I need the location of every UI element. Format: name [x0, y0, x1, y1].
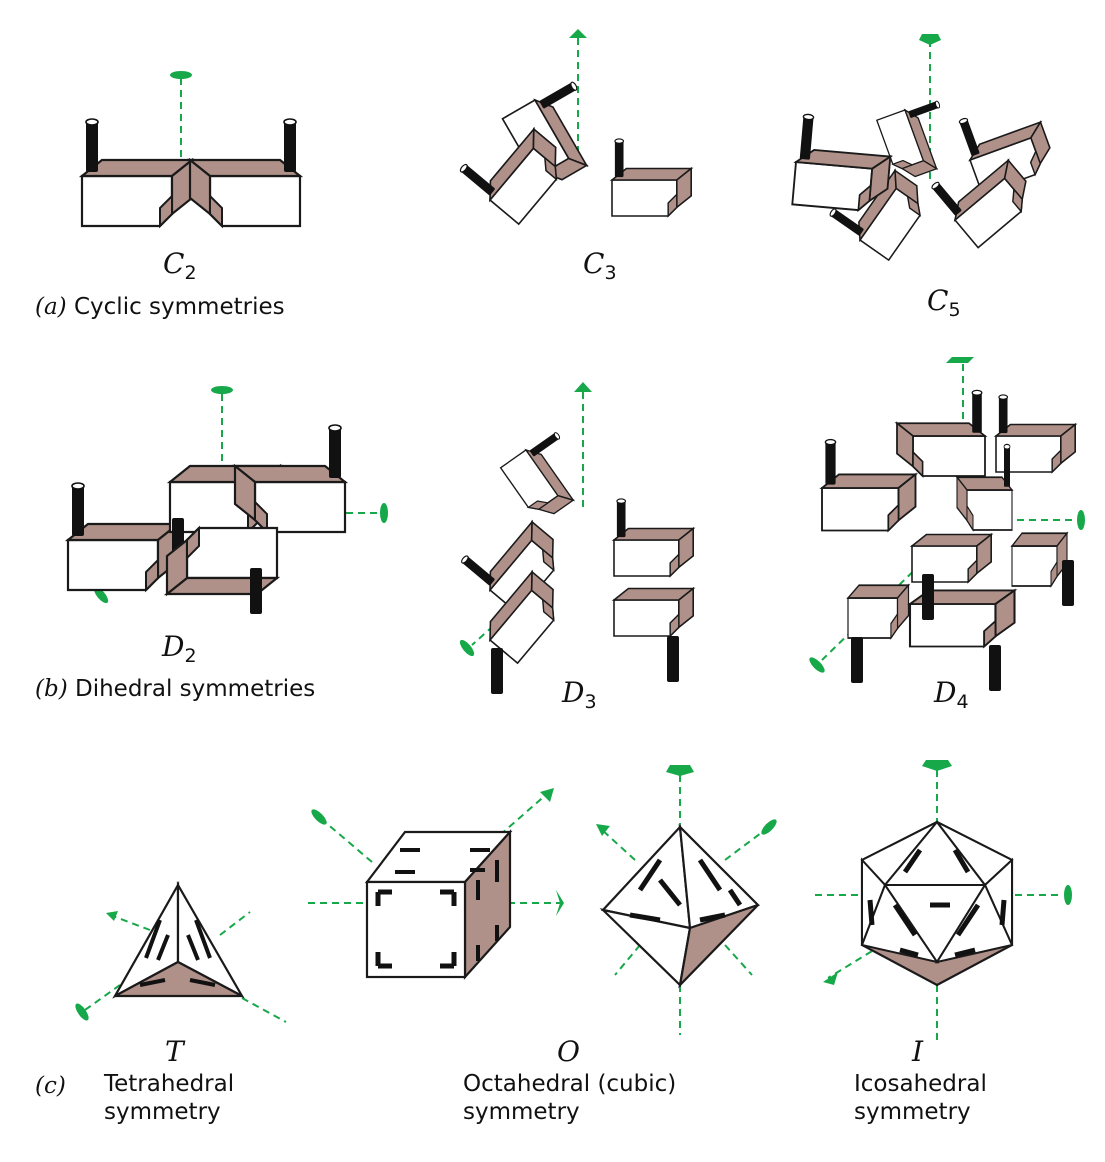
subunit-block	[614, 499, 693, 576]
triangle-3fold-axis-icon	[823, 972, 838, 985]
triangle-3fold-axis-icon	[540, 788, 554, 802]
d2-diagram	[68, 386, 388, 614]
triangle-3fold-axis-icon	[569, 29, 587, 38]
i-label: I	[912, 1035, 924, 1068]
axis-line	[599, 827, 636, 861]
axis-line	[84, 984, 121, 1011]
icosahedron-diagram	[815, 760, 1072, 1040]
subunit-block	[235, 425, 345, 532]
subunit-block	[897, 390, 985, 476]
ellipse-2fold-axis-icon	[170, 71, 192, 79]
triangle-3fold-axis-icon	[596, 824, 610, 836]
axis-line	[499, 792, 549, 836]
subunit-block	[190, 119, 300, 226]
ellipse-2fold-axis-icon	[211, 386, 233, 394]
cube-diagram	[308, 788, 564, 980]
c5-label: C5	[927, 284, 961, 321]
pentagon-5fold-axis-icon	[919, 34, 941, 45]
square-4fold-axis-icon	[666, 765, 694, 776]
subunit-block	[847, 584, 910, 639]
octahedron-diagram	[596, 765, 777, 1035]
ellipse-2fold-axis-icon	[75, 1003, 89, 1021]
axis-line	[724, 829, 766, 861]
subunit-block	[612, 139, 691, 216]
c2-diagram	[82, 71, 300, 226]
cyclic-section-caption: (a) Cyclic symmetries	[35, 294, 285, 320]
d4-diagram	[809, 357, 1085, 691]
c3-label: C3	[583, 247, 617, 284]
c2-label: C2	[163, 247, 197, 284]
tetrahedron-diagram	[75, 880, 287, 1023]
d3-diagram	[458, 382, 694, 694]
ellipse-2fold-axis-icon	[809, 657, 825, 673]
square-4fold-axis-icon	[556, 890, 564, 916]
subunit-block	[1011, 532, 1068, 587]
ellipse-2fold-axis-icon	[1064, 885, 1072, 905]
axis-line	[827, 944, 883, 979]
dihedral-section-caption: (b) Dihedral symmetries	[35, 676, 316, 702]
octahedral-caption: Octahedral (cubic)symmetry	[463, 1071, 677, 1125]
c5-diagram	[792, 34, 1056, 260]
axis-line	[109, 914, 151, 931]
ellipse-2fold-axis-icon	[459, 639, 475, 657]
pentagon-5fold-axis-icon	[922, 760, 952, 771]
triangle-3fold-axis-icon	[574, 382, 592, 392]
axis-line	[324, 821, 373, 863]
c3-diagram	[457, 29, 691, 224]
d3-label: D3	[562, 676, 597, 713]
axis-line	[241, 997, 287, 1023]
d4-label: D4	[934, 676, 969, 713]
subunit-block	[82, 119, 192, 226]
o-label: O	[557, 1035, 580, 1068]
t-label: T	[165, 1035, 184, 1068]
d2-label: D2	[162, 630, 197, 667]
ellipse-2fold-axis-icon	[761, 819, 777, 835]
square-4fold-axis-icon	[946, 357, 974, 363]
polyhedral-section-part: (c)	[35, 1073, 66, 1099]
ellipse-2fold-axis-icon	[311, 809, 327, 825]
subunit-block	[68, 483, 178, 590]
subunit-block	[501, 430, 594, 524]
axis-line	[471, 601, 521, 646]
ellipse-2fold-axis-icon	[380, 503, 388, 523]
ellipse-2fold-axis-icon	[1077, 510, 1085, 530]
ellipse-2fold-axis-icon	[93, 586, 109, 604]
axis-line	[724, 944, 753, 976]
axis-line	[219, 911, 251, 936]
axis-line	[614, 944, 641, 976]
subunit-block	[613, 587, 694, 637]
triangle-3fold-axis-icon	[106, 911, 118, 921]
